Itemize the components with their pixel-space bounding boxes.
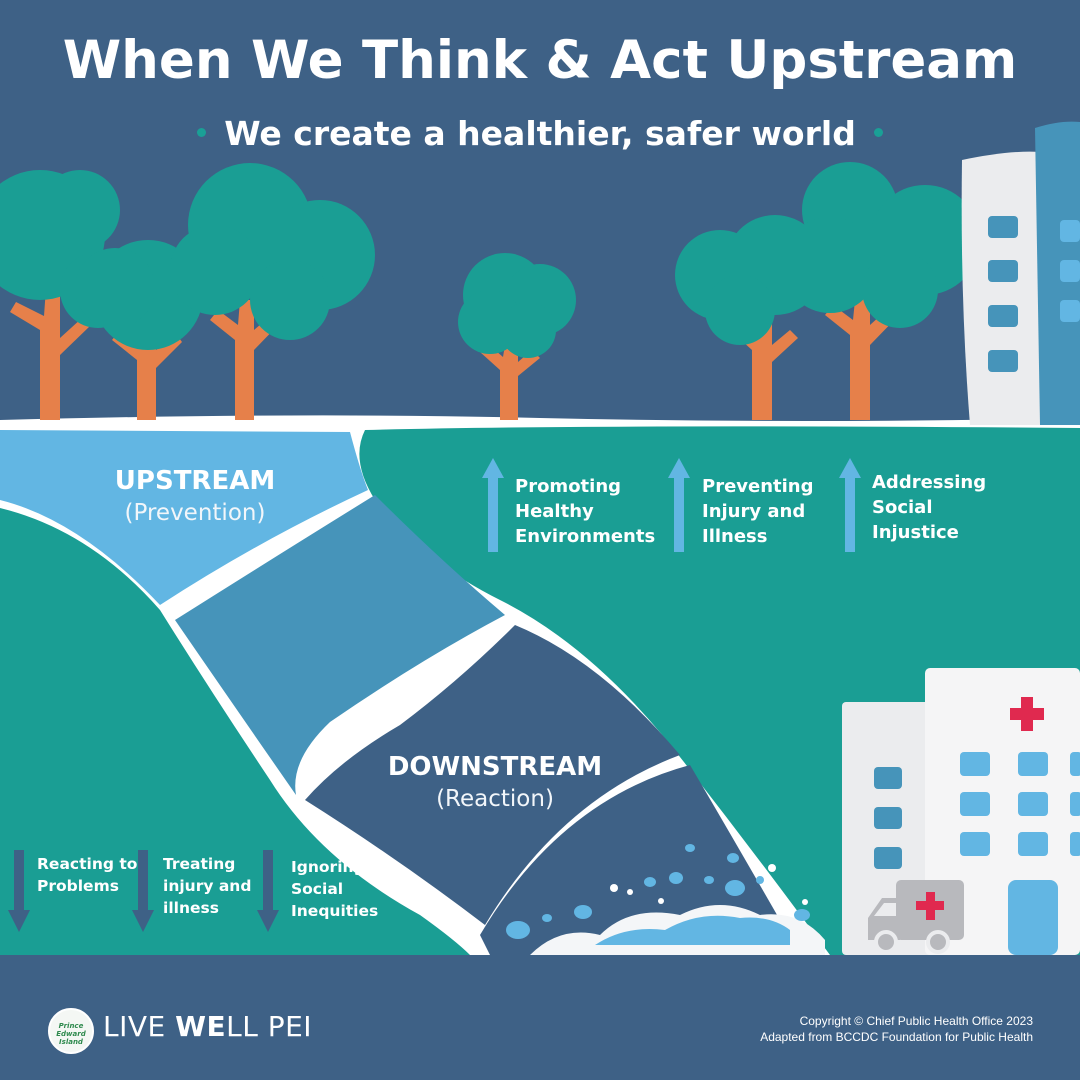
downstream-action-2: Treating injury and illness <box>163 853 251 919</box>
brand-name: LIVE WELL PEI <box>103 1010 312 1043</box>
action-line: Addressing <box>872 472 987 493</box>
action-line: Promoting <box>515 476 622 497</box>
office-building <box>961 121 1080 425</box>
action-line: Treating <box>163 855 236 873</box>
action-line: Social <box>291 880 344 898</box>
action-line: Problems <box>37 877 119 895</box>
action-line: illness <box>163 899 219 917</box>
bullet-dot-right <box>873 128 883 137</box>
grass-left <box>0 508 470 955</box>
tree-right-2 <box>782 162 980 420</box>
ambulance <box>868 880 964 954</box>
upstream-subheading: (Prevention) <box>124 500 266 526</box>
upstream-action-2: Preventing Injury and Illness <box>702 474 814 549</box>
downstream-heading: DOWNSTREAM <box>387 752 603 782</box>
copyright-block: Copyright © Chief Public Health Office 2… <box>760 1013 1033 1045</box>
subtitle-text: We create a healthier, safer world <box>224 114 856 153</box>
page-title: When We Think & Act Upstream <box>62 30 1018 91</box>
action-line: injury and <box>163 877 252 895</box>
action-line: Preventing <box>702 476 814 497</box>
action-line: Inequities <box>291 902 379 920</box>
arrow-up-2 <box>668 458 690 552</box>
tree-middle <box>458 253 576 420</box>
action-line: Illness <box>702 526 768 547</box>
downstream-action-3: Ignoring Social Inequities <box>291 856 378 922</box>
upstream-action-1: Promoting Healthy Environments <box>515 474 655 549</box>
brand-prefix: LIVE <box>103 1010 176 1043</box>
upstream-action-3: Addressing Social Injustice <box>872 470 986 545</box>
arrow-up-3 <box>839 458 861 552</box>
footer-band <box>0 955 1080 1080</box>
tree-left-1 <box>0 170 136 420</box>
logo-text: Prince Edward Island <box>56 1022 86 1046</box>
action-line: Reacting to <box>37 855 138 873</box>
river-upstream-segment <box>0 430 368 605</box>
tree-left-3 <box>170 163 375 420</box>
brand-bold: WE <box>175 1010 227 1043</box>
arrow-down-3 <box>257 850 279 932</box>
downstream-action-1: Reacting to Problems <box>37 853 137 897</box>
water-splash <box>506 844 825 955</box>
pei-logo: Prince Edward Island <box>48 1008 94 1054</box>
arrow-down-2 <box>132 850 154 932</box>
action-line: Healthy <box>515 501 594 522</box>
page-subtitle: We create a healthier, safer world <box>0 114 1080 153</box>
river-mid-segment <box>175 495 505 795</box>
bullet-dot-left <box>197 128 207 137</box>
action-line: Injustice <box>872 522 959 543</box>
copyright-text: Copyright © Chief Public Health Office 2… <box>799 1014 1033 1028</box>
action-line: Ignoring <box>291 858 365 876</box>
action-line: Injury and <box>702 501 806 522</box>
downstream-subheading: (Reaction) <box>436 786 554 812</box>
adapted-text: Adapted from BCCDC Foundation for Public… <box>760 1030 1033 1044</box>
action-line: Environments <box>515 526 656 547</box>
action-line: Social <box>872 497 933 518</box>
brand-suffix: LL PEI <box>226 1010 313 1043</box>
upstream-heading: UPSTREAM <box>114 466 276 496</box>
arrow-up-1 <box>482 458 504 552</box>
river-downstream-segment <box>305 625 680 925</box>
arrow-down-1 <box>8 850 30 932</box>
